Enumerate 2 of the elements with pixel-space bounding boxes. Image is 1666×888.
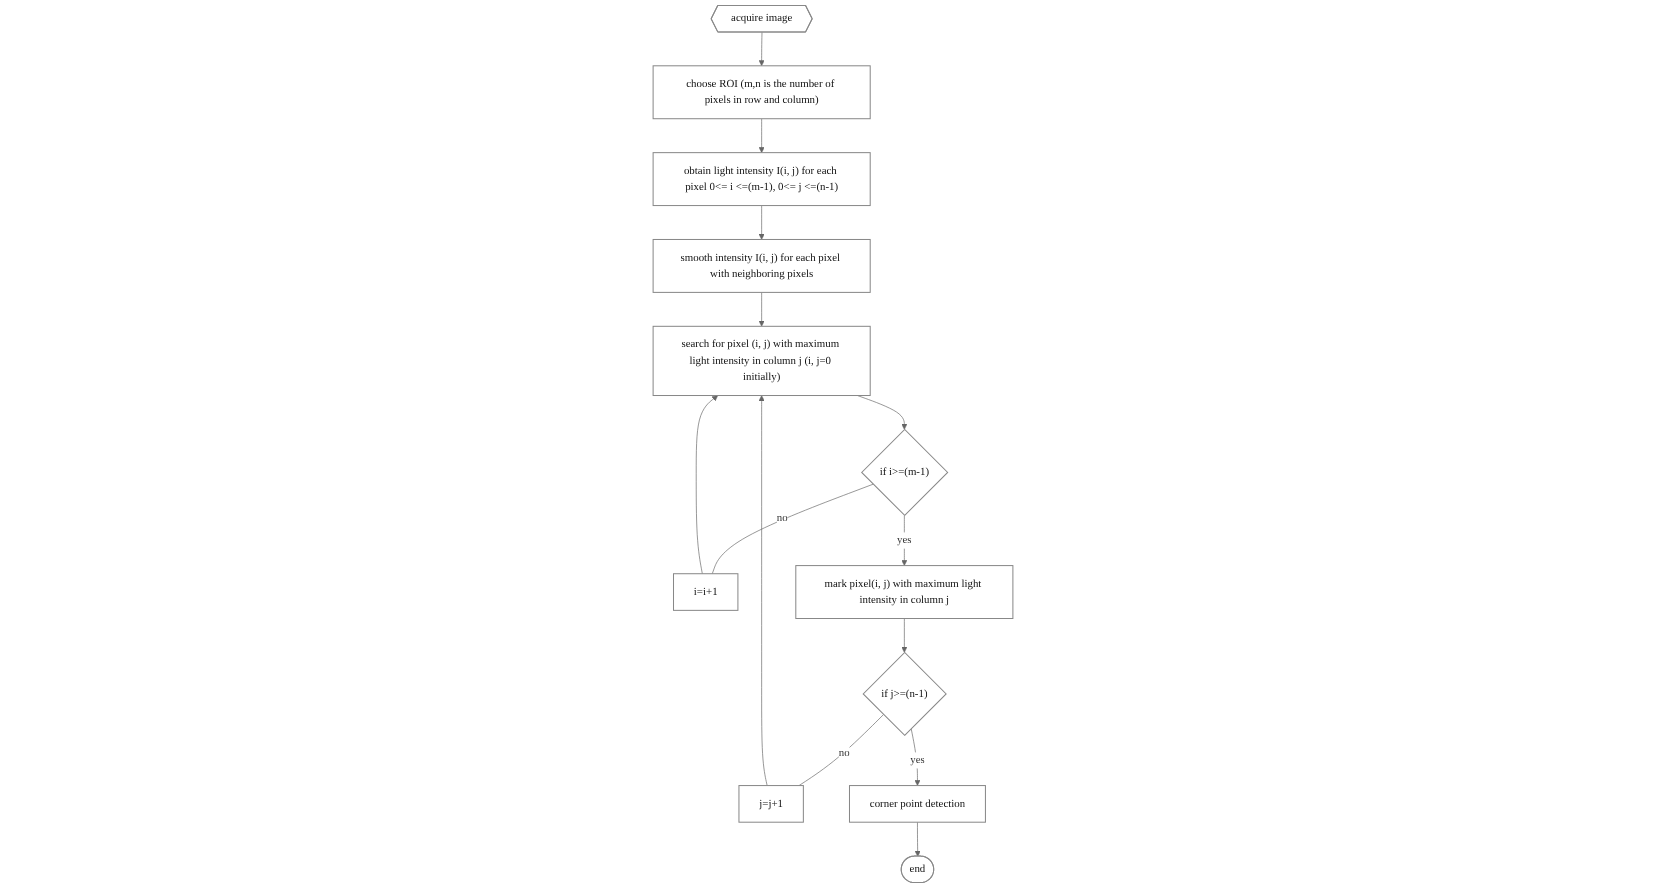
connector <box>711 483 874 575</box>
connector <box>798 714 884 786</box>
